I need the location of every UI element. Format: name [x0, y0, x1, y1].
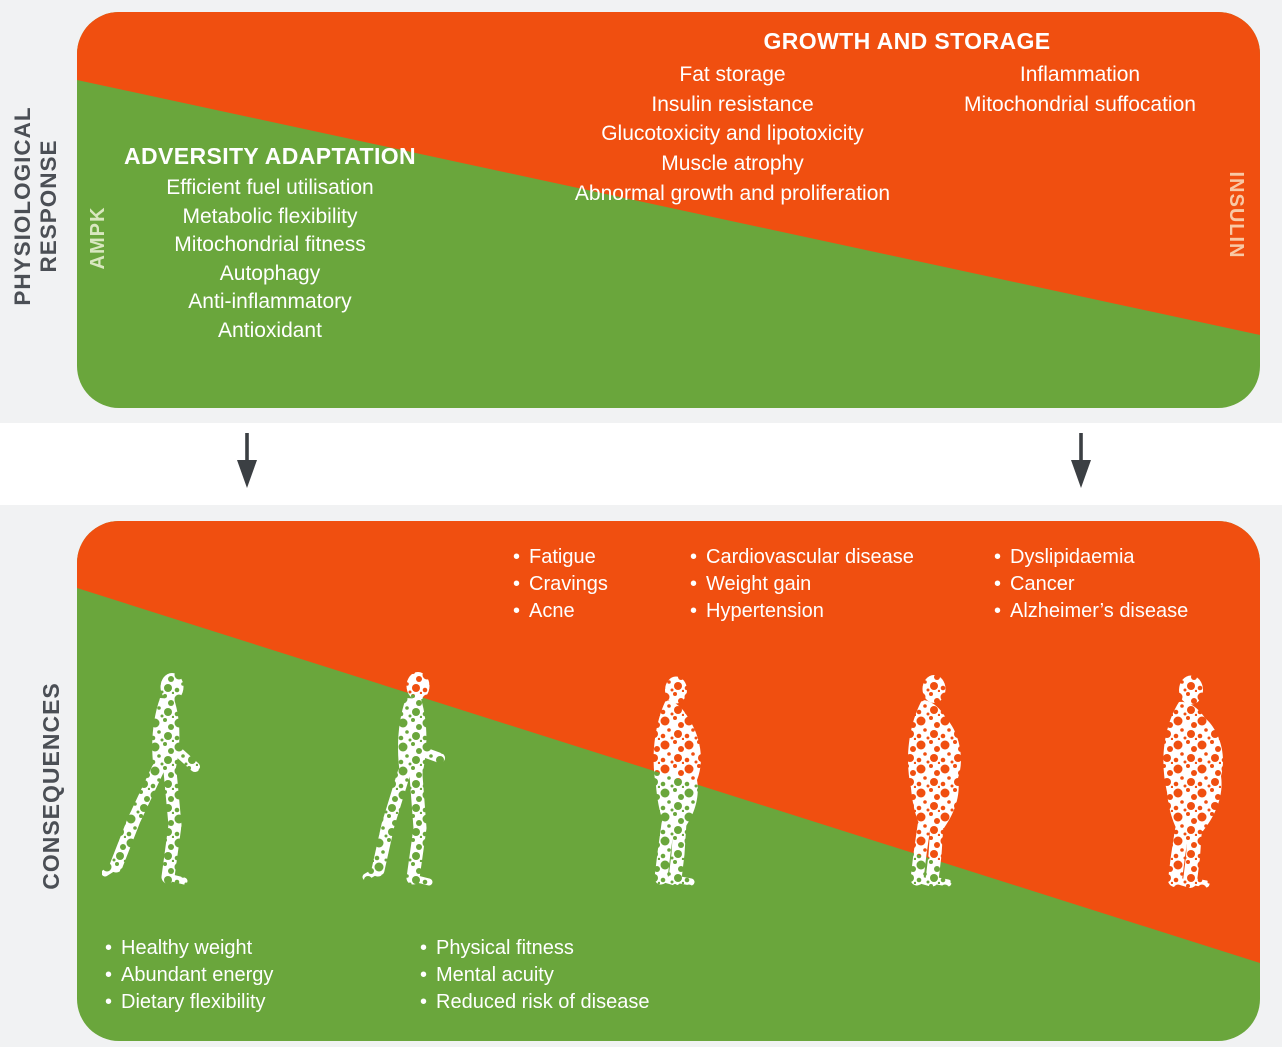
figure-overweight-walking [612, 668, 742, 893]
consequences-panel: Fatigue Cravings Acne Cardiovascular dis… [77, 521, 1260, 1041]
list-item: Alzheimer’s disease [994, 598, 1188, 625]
list-item: Insulin resistance [651, 92, 814, 116]
list-item: Cancer [994, 571, 1188, 598]
list-item: Mitochondrial fitness [174, 233, 366, 257]
figure-lean-walking [102, 670, 232, 895]
list-item: Muscle atrophy [661, 152, 804, 176]
list-item: Glucotoxicity and lipotoxicity [601, 122, 864, 146]
adversity-adaptation-block: ADVERSITY ADAPTATION Efficient fuel util… [100, 143, 440, 346]
list-item: Mitochondrial suffocation [964, 92, 1196, 116]
down-arrow-icon [237, 433, 257, 488]
insulin-axis-label: INSULIN [1225, 171, 1247, 259]
list-item: Anti-inflammatory [188, 290, 352, 314]
list-item: Cravings [513, 571, 608, 598]
list-item: Efficient fuel utilisation [166, 176, 374, 199]
list-item: Physical fitness [420, 935, 649, 962]
list-item: Mental acuity [420, 962, 649, 989]
list-item: Dietary flexibility [105, 989, 273, 1016]
consequences-list-orange-2: Cardiovascular disease Weight gain Hyper… [690, 544, 914, 625]
list-item: Cardiovascular disease [690, 544, 914, 571]
figure-fit-walking [350, 670, 480, 895]
adversity-heading: ADVERSITY ADAPTATION [123, 143, 417, 169]
list-item: Acne [513, 598, 608, 625]
list-item: Antioxidant [218, 318, 322, 342]
list-item: Fat storage [679, 63, 786, 86]
list-item: Fatigue [513, 544, 608, 571]
figure-obese-standing [868, 668, 998, 893]
list-item: Autophagy [219, 261, 321, 285]
growth-storage-list-left: Fat storage Insulin resistance Glucotoxi… [520, 60, 945, 209]
consequences-list-orange-1: Fatigue Cravings Acne [513, 544, 608, 625]
adversity-list: Efficient fuel utilisation Metabolic fle… [100, 174, 440, 346]
consequences-list-green-2: Physical fitness Mental acuity Reduced r… [420, 935, 649, 1016]
list-item: Reduced risk of disease [420, 989, 649, 1016]
list-item: Metabolic flexibility [182, 204, 358, 228]
physiological-response-panel: AMPK INSULIN ADVERSITY ADAPTATION Effici… [77, 12, 1260, 408]
list-item: Hypertension [690, 598, 914, 625]
down-arrow-icon [1071, 433, 1091, 488]
consequences-list-green-1: Healthy weight Abundant energy Dietary f… [105, 935, 273, 1016]
consequences-list-orange-3: Dyslipidaemia Cancer Alzheimer’s disease [994, 544, 1188, 625]
figure-severely-obese-standing [1125, 668, 1255, 893]
section-label-physiological-response: PHYSIOLOGICAL RESPONSE [10, 86, 62, 326]
growth-storage-list-right: Inflammation Mitochondrial suffocation [900, 60, 1260, 119]
growth-storage-heading: GROWTH AND STORAGE [763, 28, 1051, 54]
list-item: Inflammation [1019, 63, 1141, 86]
list-item: Abundant energy [105, 962, 273, 989]
divider-strip [0, 423, 1282, 505]
section-label-consequences: CONSEQUENCES [38, 682, 64, 890]
list-item: Dyslipidaemia [994, 544, 1188, 571]
list-item: Abnormal growth and proliferation [574, 181, 891, 205]
list-item: Weight gain [690, 571, 914, 598]
label-line: RESPONSE [36, 139, 61, 273]
list-item: Healthy weight [105, 935, 273, 962]
bottom-strip [0, 1047, 1282, 1056]
label-line: PHYSIOLOGICAL [10, 106, 35, 306]
